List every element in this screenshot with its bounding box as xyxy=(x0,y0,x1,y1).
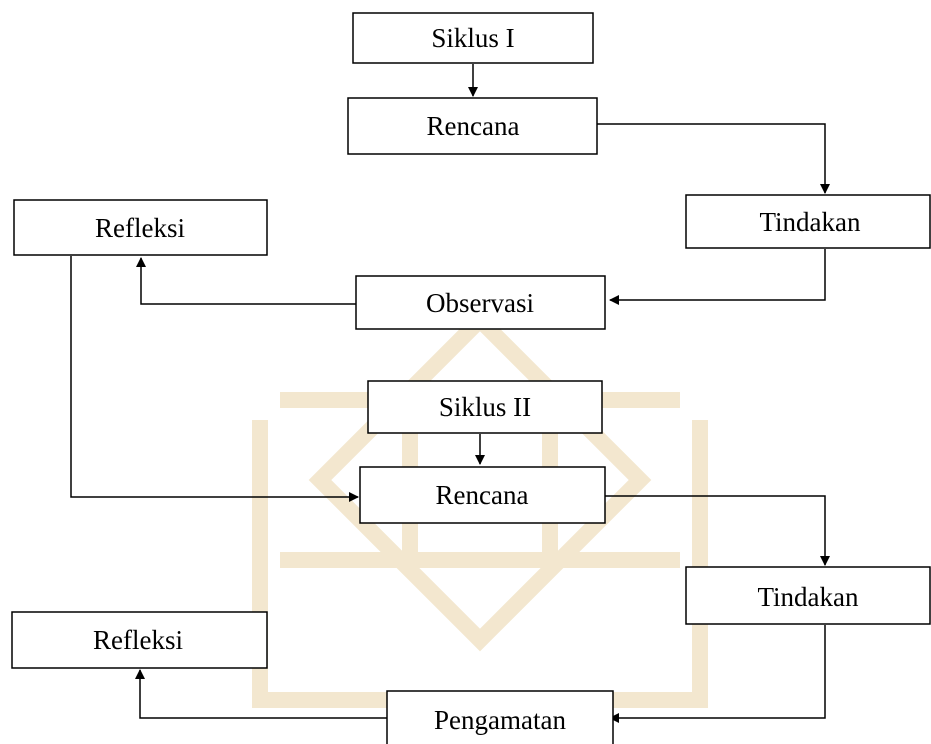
node-refleksi1-label: Refleksi xyxy=(95,213,185,243)
node-siklus1: Siklus I xyxy=(352,12,594,64)
edge-tindakan1-observasi1 xyxy=(609,249,826,305)
edge-tindakan2-pengamatan2 xyxy=(609,625,826,723)
node-refleksi2-label: Refleksi xyxy=(93,625,183,655)
node-rencana1-label: Rencana xyxy=(427,111,520,141)
node-rencana2: Rencana xyxy=(359,466,606,524)
node-observasi1-label: Observasi xyxy=(426,288,534,318)
node-tindakan2-label: Tindakan xyxy=(757,582,859,612)
edge-observasi1-refleksi1 xyxy=(136,257,356,305)
edge-refleksi1-rencana2 xyxy=(70,256,359,502)
node-tindakan2: Tindakan xyxy=(685,566,931,625)
node-siklus2: Siklus II xyxy=(367,380,603,434)
edges xyxy=(70,64,830,723)
node-rencana1: Rencana xyxy=(347,97,598,155)
edge-rencana2-tindakan2 xyxy=(605,495,830,566)
node-refleksi1: Refleksi xyxy=(13,199,268,256)
node-rencana2-label: Rencana xyxy=(436,480,529,510)
edge-rencana1-tindakan1 xyxy=(597,123,830,194)
node-tindakan1-label: Tindakan xyxy=(759,207,861,237)
node-siklus1-label: Siklus I xyxy=(431,23,514,53)
node-observasi1: Observasi xyxy=(355,275,606,330)
node-refleksi2: Refleksi xyxy=(11,611,268,669)
node-tindakan1: Tindakan xyxy=(685,194,931,249)
node-siklus2-label: Siklus II xyxy=(439,392,531,422)
edge-pengamatan2-refleksi2 xyxy=(135,669,387,719)
node-pengamatan2-label: Pengamatan xyxy=(434,705,566,735)
node-pengamatan2: Pengamatan xyxy=(386,690,614,744)
